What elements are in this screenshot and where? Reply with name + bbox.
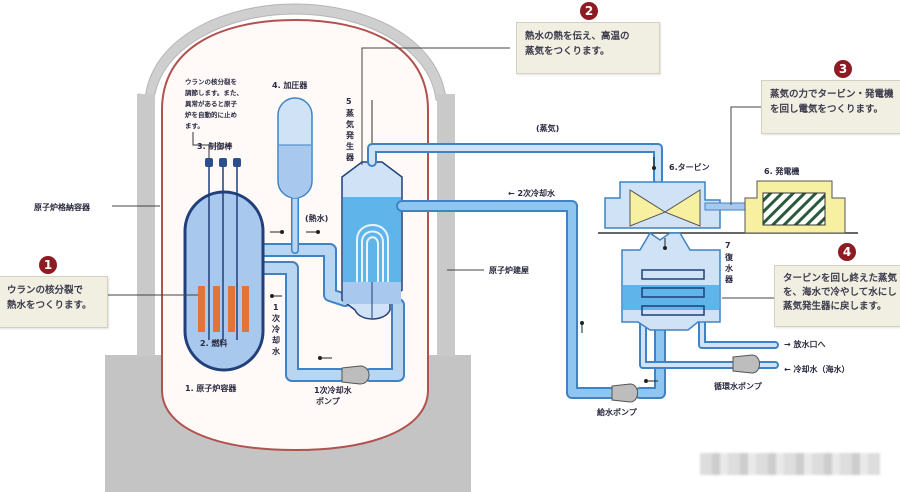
- callout-2-line: 蒸気をつくります。: [525, 46, 610, 57]
- reactor-vessel: [183, 132, 265, 372]
- generator: [744, 180, 846, 234]
- label-containment-vessel: 原子炉格納容器: [34, 202, 91, 212]
- label-to-outlet: → 放水口へ: [784, 339, 826, 349]
- callout-note-1: ウランの核分裂で 熱水をつくります。: [0, 276, 108, 328]
- label-reactor-vessel: 1. 原子炉容器: [185, 383, 237, 393]
- label-steam-generator: 5 蒸 気 発 生 器: [345, 97, 355, 162]
- circulating-water-pump: [732, 354, 760, 374]
- label-condenser: 7 復 水 器: [724, 241, 734, 284]
- label-cooling-water: ← 冷却水（海水）: [784, 364, 850, 374]
- label-pressurizer: 4. 加圧器: [272, 80, 308, 90]
- label-circulating-pump: 循環水ポンプ: [713, 381, 763, 391]
- label-pc-char: 次: [272, 313, 280, 323]
- callout-note-2: 熱水の熱を伝え、高温の 蒸気をつくります。: [516, 22, 660, 74]
- label-sg-char: 気: [346, 119, 354, 129]
- callout-badge-1: 1: [39, 256, 57, 274]
- primary-coolant-pump: [341, 365, 370, 385]
- label-steam: (蒸気): [536, 123, 559, 133]
- leader-lines: [102, 47, 777, 299]
- label-sg-char: 蒸: [346, 108, 354, 118]
- label-primary-coolant: 1 次 冷 却 水: [271, 303, 281, 356]
- label-primary-pump: ポンプ: [316, 396, 341, 406]
- label-condenser-char: 復: [724, 252, 734, 262]
- label-pc-char: 水: [271, 346, 281, 356]
- label-turbine: 6.タービン: [669, 162, 710, 172]
- callout-badge-4: 4: [838, 243, 856, 261]
- label-condenser-char: 器: [724, 275, 734, 284]
- label-control-rods: 3. 制御棒: [197, 141, 233, 151]
- callout-note-4: タービンを回し終えた蒸気 を、海水で冷やして水にし 蒸気発生器に戻します。: [774, 265, 900, 327]
- control-rods-note-line: 炉を自動的に止め: [185, 110, 238, 119]
- steam-generator: [341, 100, 403, 320]
- label-sg-char: 発: [345, 130, 355, 140]
- control-rods-note-line: ウランの核分裂を: [185, 77, 237, 86]
- callout-badge-3: 3: [834, 60, 852, 78]
- label-condenser-char: 水: [724, 263, 734, 273]
- callout-1-line: ウランの核分裂で: [7, 285, 84, 296]
- control-rods-note-line: 調節します。また、: [185, 88, 243, 97]
- primary-loop-piping: [253, 194, 405, 382]
- callout-4-line: を、海水で冷やして水にし: [783, 287, 897, 298]
- control-rods-note: ウランの核分裂を 調節します。また、 異常があると原子 炉を自動的に止め ます。: [185, 77, 243, 130]
- callout-2-line: 熱水の熱を伝え、高温の: [525, 31, 630, 42]
- label-pc-char: 1: [273, 303, 279, 312]
- fuel-rods: [198, 286, 249, 332]
- feedwater-pump: [611, 383, 638, 403]
- label-secondary-coolant: ← 2次冷却水: [508, 188, 556, 198]
- label-pc-char: 冷: [272, 324, 280, 334]
- label-sg-char: 生: [346, 141, 354, 151]
- blurred-watermark: [700, 453, 880, 475]
- label-sg-char: 器: [345, 153, 355, 162]
- callout-3-line: を回し電気をつくります。: [770, 104, 884, 115]
- label-fuel: 2. 燃料: [200, 338, 227, 348]
- label-reactor-building: 原子炉建屋: [489, 265, 529, 275]
- label-condenser-char: 7: [725, 241, 731, 250]
- label-sg-char: 5: [346, 97, 352, 106]
- callout-1-line: 熱水をつくります。: [7, 300, 92, 311]
- callout-note-3: 蒸気の力でタービン・発電機 を回し電気をつくります。: [761, 80, 900, 134]
- label-primary-pump: 1次冷却水: [314, 385, 353, 395]
- label-pc-char: 却: [272, 335, 280, 345]
- control-rods-note-line: ます。: [185, 121, 204, 130]
- pressurizer: [277, 97, 313, 199]
- label-feedwater-pump: 給水ポンプ: [597, 407, 638, 417]
- callout-4-line: 蒸気発生器に戻します。: [783, 301, 887, 312]
- flow-arrows: [270, 157, 667, 383]
- control-rods-note-line: 異常があると原子: [185, 99, 238, 108]
- label-hot-water: (熱水): [305, 213, 328, 223]
- callout-badge-2: 2: [580, 2, 598, 20]
- callout-3-line: 蒸気の力でタービン・発電機: [770, 89, 894, 100]
- condenser: [621, 231, 721, 331]
- label-generator: 6. 発電機: [764, 166, 799, 176]
- control-rod-drives: [205, 158, 241, 167]
- callout-4-line: タービンを回し終えた蒸気: [783, 273, 898, 284]
